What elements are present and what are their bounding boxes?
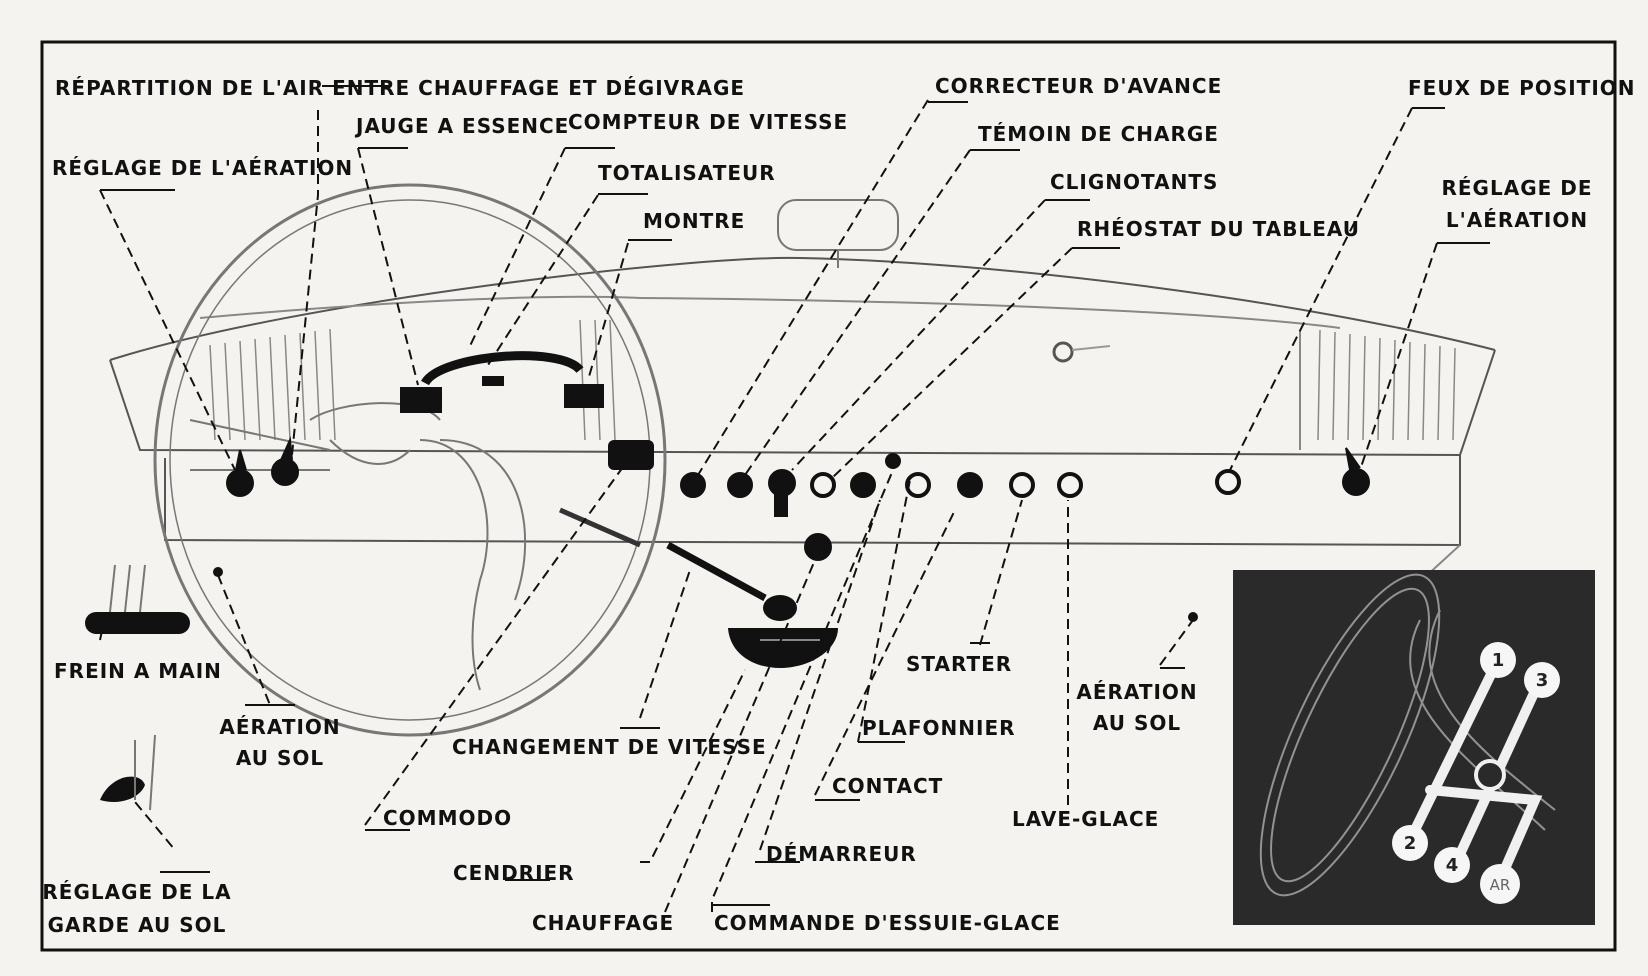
label-starter: STARTER (906, 652, 1013, 676)
diagram-frame (40, 40, 1617, 952)
label-temoin-charge: TÉMOIN DE CHARGE (978, 122, 1219, 146)
gear-marker-1 (1480, 642, 1516, 678)
label-totalisateur: TOTALISATEUR (598, 161, 776, 185)
aeration-knob-right (1342, 468, 1370, 496)
starter-knob (850, 472, 876, 498)
label-jauge-essence: JAUGE A ESSENCE (356, 114, 570, 138)
gear-marker-2 (1392, 825, 1428, 861)
wiper-switch (1009, 472, 1035, 498)
label-aeration-sol-left-line1: AÉRATION (219, 715, 341, 739)
label-repartition-air: RÉPARTITION DE L'AIR ENTRE CHAUFFAGE ET … (55, 76, 746, 100)
label-montre: MONTRE (643, 209, 746, 233)
label-changement-vitesse: CHANGEMENT DE VITESSE (452, 735, 767, 759)
floor-vent-right (1188, 612, 1198, 622)
speedometer-arc (421, 351, 584, 386)
label-rheostat: RHÉOSTAT DU TABLEAU (1077, 217, 1360, 241)
rheostat-knob (810, 472, 836, 498)
label-reglage-garde-line2: GARDE AU SOL (47, 913, 227, 937)
gear-lever (666, 541, 797, 621)
instrument-cluster (400, 351, 654, 470)
gear-position-markers (1392, 642, 1560, 904)
label-clignotants: CLIGNOTANTS (1050, 170, 1219, 194)
gear-pattern-inset: 1 2 3 4 AR (1233, 570, 1595, 925)
ground-clearance-lever (100, 734, 156, 811)
label-plafonnier: PLAFONNIER (862, 716, 1016, 740)
switch-row (226, 436, 1370, 561)
aeration-knob-left (226, 469, 254, 497)
label-contact: CONTACT (832, 774, 944, 798)
vent-grille-left (209, 319, 616, 441)
odometer (482, 376, 504, 386)
label-reglage-garde-line1: RÉGLAGE DE LA (42, 880, 232, 904)
air-distribution-knob (271, 458, 299, 486)
dashboard-outline (109, 256, 1496, 601)
label-demarreur: DÉMARREUR (766, 842, 917, 866)
label-reglage-aeration-right-line1: RÉGLAGE DE (1441, 176, 1593, 200)
feux-position-switch (1215, 469, 1241, 495)
steering-wheel (153, 183, 667, 737)
temoin-charge-lamp (727, 472, 753, 498)
gear-marker-ar (1480, 864, 1520, 904)
fuel-gauge (400, 387, 442, 413)
label-correcteur-avance: CORRECTEUR D'AVANCE (935, 74, 1223, 98)
gear-label-3: 3 (1536, 670, 1549, 691)
gear-marker-3 (1524, 662, 1560, 698)
rear-view-mirror (777, 199, 899, 251)
demarreur-button (885, 453, 901, 469)
label-frein-main: FREIN A MAIN (54, 659, 222, 683)
contact-key (957, 472, 983, 498)
gear-label-ar: AR (1490, 876, 1511, 894)
clock (564, 384, 604, 408)
chauffage-knob (804, 533, 832, 561)
label-feux-position: FEUX DE POSITION (1408, 76, 1636, 100)
gear-marker-4 (1434, 847, 1470, 883)
gear-label-2: 2 (1404, 833, 1417, 854)
label-commande-essuie-glace: COMMANDE D'ESSUIE-GLACE (714, 911, 1061, 935)
label-underlines (100, 85, 1490, 906)
label-compteur-vitesse: COMPTEUR DE VITESSE (568, 110, 849, 134)
label-cendrier: CENDRIER (453, 861, 575, 885)
label-aeration-sol-right-line2: AU SOL (1092, 711, 1182, 735)
gear-label-1: 1 (1492, 650, 1505, 671)
label-reglage-aeration-left: RÉGLAGE DE L'AÉRATION (52, 156, 354, 180)
ashtray (728, 628, 838, 668)
label-chauffage: CHAUFFAGE (532, 911, 675, 935)
handbrake (85, 564, 190, 634)
label-aeration-sol-left-line2: AU SOL (235, 746, 325, 770)
vent-grille-right (1317, 329, 1456, 441)
lave-glace-button (1057, 472, 1083, 498)
label-aeration-sol-right-line1: AÉRATION (1076, 680, 1198, 704)
glovebox-lock (1052, 341, 1074, 363)
commodo-stalk (608, 440, 654, 470)
floor-vent-left (213, 567, 223, 577)
correcteur-knob (680, 472, 706, 498)
label-reglage-aeration-right-line2: L'AÉRATION (1445, 208, 1589, 232)
gear-label-4: 4 (1446, 855, 1459, 876)
label-lave-glace: LAVE-GLACE (1012, 807, 1160, 831)
label-commodo: COMMODO (383, 806, 513, 830)
leader-lines (99, 99, 1438, 913)
plafonnier-switch (905, 472, 931, 498)
